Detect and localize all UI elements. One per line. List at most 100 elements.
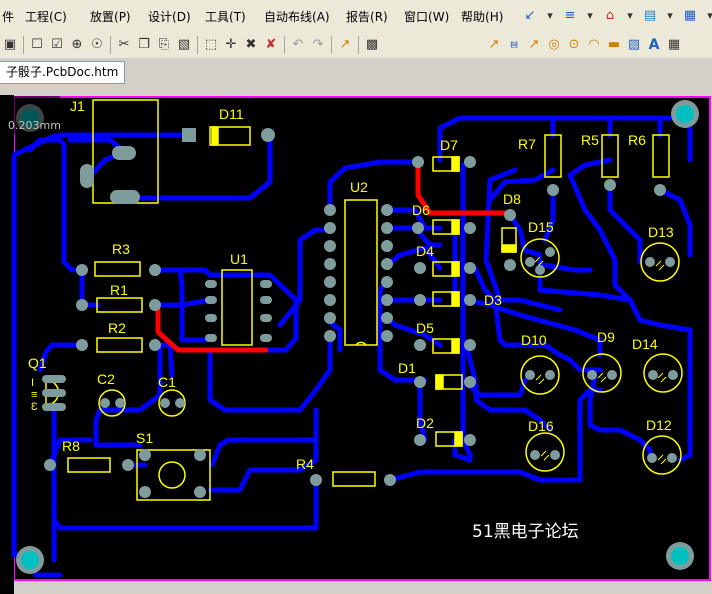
separator [358, 36, 359, 54]
q1-pin-mark: Ɛ [31, 401, 38, 413]
cut-icon[interactable]: ✂ [118, 37, 130, 52]
arc-icon[interactable]: ◠ [588, 37, 600, 52]
top-layer-traces [155, 159, 513, 353]
designator-U2: U2 [350, 179, 368, 195]
main-toolbar: ▣ ☐ ☑ ⊕ ☉ ✂ ❐ ⎘ ▧ ⬚ ✛ ✖ ✘ ↶ ↷ ↗ ▩ ↗ ⩏ ↗ … [0, 32, 712, 59]
pad-icon[interactable]: ◎ [548, 37, 560, 52]
save-icon[interactable]: ▣ [3, 37, 17, 52]
dropdown-icon[interactable]: ▾ [707, 9, 712, 22]
designator-R5: R5 [581, 132, 599, 148]
designator-D9: D9 [597, 329, 615, 345]
zoom-fit-icon[interactable]: ☐ [31, 37, 43, 52]
align-icon[interactable]: ≡ [564, 8, 576, 23]
dropdown-icon[interactable]: ▾ [627, 9, 633, 22]
designator-R2: R2 [108, 320, 126, 336]
toolbar-right: ↗ ⩏ ↗ ◎ ⊙ ◠ ▬ ▨ A ▦ [484, 34, 684, 56]
designator-D15: D15 [528, 219, 554, 235]
component-icon[interactable]: ▦ [667, 37, 681, 52]
multi-route-icon[interactable]: ↗ [528, 37, 540, 52]
dropdown-icon[interactable]: ▾ [547, 9, 553, 22]
browse-icon[interactable]: ▩ [365, 37, 379, 52]
clear-icon[interactable]: ✘ [265, 37, 277, 52]
move-icon[interactable]: ✛ [225, 37, 237, 52]
menu-project[interactable]: 工程(C) [25, 10, 67, 24]
grid-icon[interactable]: ▤ [643, 8, 657, 23]
zoom-area-icon[interactable]: ☑ [51, 37, 63, 52]
designator-D1: D1 [398, 360, 416, 376]
designator-D10: D10 [521, 332, 547, 348]
q1-pin-mark: I [31, 377, 34, 389]
designator-D7: D7 [440, 137, 458, 153]
designator-D12: D12 [646, 417, 672, 433]
designator-D3: D3 [484, 292, 502, 308]
separator [197, 36, 198, 54]
designators: J1 D11 D7 R7 R5 R6 U2 D8 D6 D15 D13 R3 D… [28, 98, 674, 472]
menu-window[interactable]: 窗口(W) [404, 10, 450, 24]
dropdown-icon[interactable]: ▾ [587, 9, 593, 22]
deselect-icon[interactable]: ✖ [245, 37, 257, 52]
via-icon[interactable]: ⊙ [568, 37, 580, 52]
board-left-strip [0, 95, 14, 594]
designator-D11: D11 [219, 106, 244, 122]
menu-tools[interactable]: 工具(T) [205, 10, 246, 24]
designator-Q1: Q1 [28, 355, 47, 371]
separator [331, 36, 332, 54]
document-tabbar: 子骰子.PcbDoc.htm [0, 58, 712, 84]
designator-S1: S1 [136, 430, 153, 446]
menu-place[interactable]: 放置(P) [90, 10, 131, 24]
fill-icon[interactable]: ▬ [607, 37, 621, 52]
coordinate-overlay [0, 96, 60, 134]
designator-D16: D16 [528, 418, 554, 434]
designator-R3: R3 [112, 241, 130, 257]
separator [110, 36, 111, 54]
document-tab[interactable]: 子骰子.PcbDoc.htm [0, 61, 126, 84]
designator-R7: R7 [518, 136, 536, 152]
pad-holes [21, 105, 694, 569]
q1-pin-marks: I ≡ Ɛ [31, 377, 38, 413]
paste-icon[interactable]: ⎘ [158, 37, 170, 52]
paste-special-icon[interactable]: ▧ [177, 37, 191, 52]
designator-U1: U1 [230, 251, 248, 267]
separator [284, 36, 285, 54]
pcb-view[interactable]: J1 D11 D7 R7 R5 R6 U2 D8 D6 D15 D13 R3 D… [0, 84, 712, 594]
redo-icon[interactable]: ↷ [312, 37, 324, 52]
designator-D8: D8 [503, 191, 521, 207]
designator-D14: D14 [632, 336, 658, 352]
menu-reports[interactable]: 报告(R) [346, 10, 388, 24]
pcb-canvas[interactable]: J1 D11 D7 R7 R5 R6 U2 D8 D6 D15 D13 R3 D… [0, 84, 712, 594]
text-icon[interactable]: A [648, 37, 660, 53]
polygon-icon[interactable]: ▨ [627, 37, 641, 52]
wire-icon[interactable]: ↙ [524, 8, 536, 23]
menu-partial-file[interactable]: 件 [2, 10, 15, 24]
designator-D4: D4 [416, 243, 434, 259]
q1-pin-mark: ≡ [31, 389, 37, 401]
designator-R1: R1 [110, 282, 128, 298]
select-area-icon[interactable]: ⬚ [204, 37, 218, 52]
cross-probe-icon[interactable]: ↗ [339, 37, 351, 52]
menu-help[interactable]: 帮助(H) [461, 10, 504, 24]
undo-icon[interactable]: ↶ [292, 37, 304, 52]
designator-C1: C1 [158, 374, 176, 390]
interactive-route-icon[interactable]: ↗ [488, 37, 500, 52]
menu-design[interactable]: 设计(D) [148, 10, 191, 24]
menu-bar: 件 工程(C) 放置(P) 设计(D) 工具(T) 自动布线(A) 报告(R) … [0, 0, 712, 33]
menu-autoroute[interactable]: 自动布线(A) [264, 10, 330, 24]
watermark-text: 51黑电子论坛 [472, 522, 579, 542]
measure-icon[interactable]: ⌂ [605, 8, 615, 23]
designator-R8: R8 [62, 438, 80, 454]
zoom-selected-icon[interactable]: ☉ [91, 37, 103, 52]
designator-C2: C2 [97, 371, 115, 387]
designator-D2: D2 [416, 415, 434, 431]
designator-J1: J1 [70, 98, 85, 114]
zoom-in-icon[interactable]: ⊕ [71, 37, 83, 52]
designator-R6: R6 [628, 132, 646, 148]
led-arrows [534, 256, 667, 465]
separator [23, 36, 24, 54]
designator-D13: D13 [648, 224, 674, 240]
copy-icon[interactable]: ❐ [138, 37, 150, 52]
designator-D5: D5 [416, 320, 434, 336]
toolbar-left: ▣ ☐ ☑ ⊕ ☉ ✂ ❐ ⎘ ▧ ⬚ ✛ ✖ ✘ ↶ ↷ ↗ ▩ [0, 34, 382, 56]
diff-pair-icon[interactable]: ⩏ [510, 37, 518, 52]
dropdown-icon[interactable]: ▾ [667, 9, 673, 22]
layer-icon[interactable]: ▦ [683, 8, 697, 23]
